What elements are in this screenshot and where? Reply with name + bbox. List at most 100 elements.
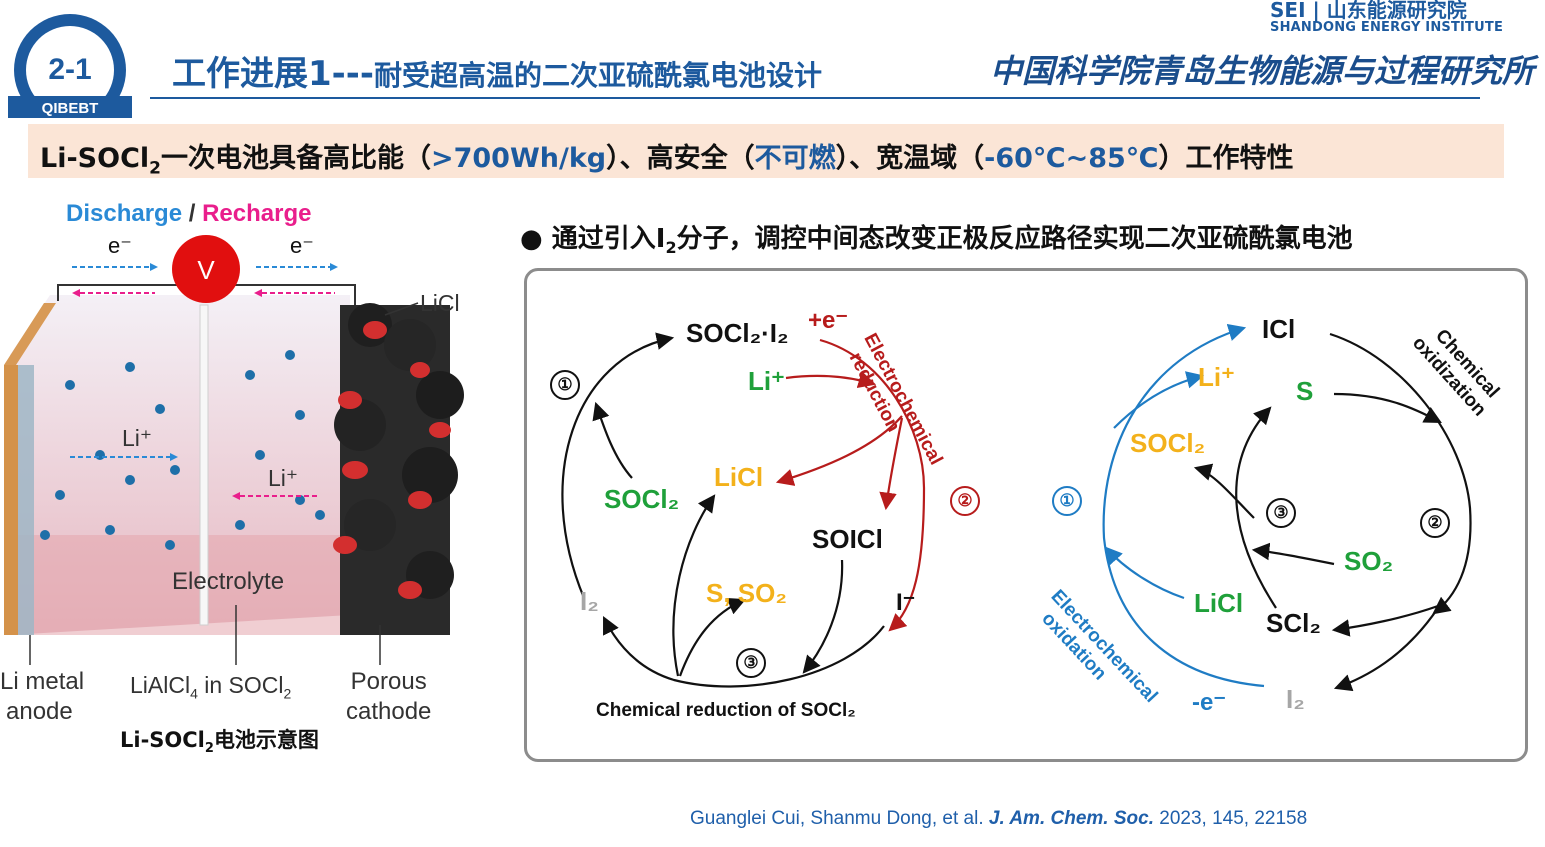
circuit-wire-left bbox=[57, 284, 180, 301]
salt-sub: 4 bbox=[190, 685, 198, 702]
separator bbox=[199, 304, 209, 626]
banner-energy-density: >700Wh/kg bbox=[430, 143, 607, 174]
right-li-plus-label: Li⁺ bbox=[1198, 362, 1235, 392]
cathode-label: Porous cathode bbox=[346, 667, 431, 727]
anode-label-line2: anode bbox=[6, 698, 73, 725]
li-ion-dots bbox=[40, 350, 325, 550]
left-step3-marker: ③ bbox=[736, 648, 766, 678]
banner-text: Li-SOCl2一次电池具备高比能（>700Wh/kg）、高安全（不可燃）、宽温… bbox=[40, 136, 1294, 178]
socl2-i2-label: SOCl₂·I₂ bbox=[686, 318, 789, 348]
discharge-arc-right bbox=[819, 338, 926, 632]
banner-temp-range: -60℃~85℃ bbox=[984, 143, 1159, 174]
caption-sub: 2 bbox=[204, 741, 214, 757]
li-plus-arrow bbox=[785, 371, 877, 389]
banner-part4: ）、宽温域（ bbox=[835, 143, 985, 174]
banner-part1: Li-SOCl bbox=[40, 143, 150, 174]
licl-label: LiCl bbox=[420, 290, 460, 316]
cathode-label-line1: Porous bbox=[350, 668, 427, 695]
electrolyte-salt-label: LiAlCl4 in SOCl2 bbox=[130, 672, 291, 702]
slash-label: / bbox=[182, 200, 203, 227]
circuit-wire-right bbox=[232, 284, 356, 305]
electrolyte-lower bbox=[10, 535, 350, 635]
to-scl2-arrow bbox=[1331, 604, 1439, 637]
sei-subtitle: SHANDONG ENERGY INSTITUTE bbox=[1270, 20, 1504, 35]
page-title: 工作进展1---耐受超高温的二次亚硫酰氯电池设计 bbox=[172, 46, 822, 95]
right-i2-label: I₂ bbox=[1286, 684, 1305, 714]
cathode-label-line2: cathode bbox=[346, 698, 432, 725]
left-socl2-label: SOCl₂ bbox=[604, 484, 680, 514]
to-s-so2-arrow bbox=[678, 598, 747, 677]
anode-label: Li metal anode bbox=[0, 667, 84, 727]
anode-top bbox=[4, 303, 56, 365]
electrolyte-label: Electrolyte bbox=[172, 568, 285, 595]
discharge-arc-bottom bbox=[603, 616, 885, 688]
page-title-rest: 耐受超高温的二次亚硫酰氯电池设计 bbox=[374, 59, 823, 92]
banner-part2: 一次电池具备高比能（ bbox=[160, 143, 431, 174]
left-li-plus-label: Li⁺ bbox=[748, 366, 785, 396]
caption-a: Li-SOCl bbox=[120, 728, 205, 752]
to-s-arrow bbox=[1235, 406, 1277, 609]
so2-label: SO₂ bbox=[1344, 546, 1394, 576]
i-minus-label: I⁻ bbox=[896, 589, 916, 616]
highlight-banner bbox=[28, 124, 1504, 178]
discharge-label: Discharge bbox=[66, 200, 183, 227]
battery-schematic: V bbox=[4, 235, 464, 665]
electron-label-right: e⁻ bbox=[290, 233, 314, 258]
voltmeter-label: V bbox=[197, 255, 215, 285]
socl2-to-arc-arrow bbox=[592, 401, 633, 479]
left-step2-marker: ② bbox=[950, 486, 980, 516]
salt-b: in SOCl bbox=[197, 672, 284, 698]
to-soicl-arrow bbox=[879, 417, 904, 511]
citation-journal: J. Am. Chem. Soc. bbox=[988, 808, 1154, 829]
li-ion-label-2: Li⁺ bbox=[268, 465, 299, 491]
icl-label: ICl bbox=[1262, 314, 1296, 344]
soicl-label: SOICl bbox=[812, 524, 883, 554]
badge-number: 2-1 bbox=[48, 53, 91, 86]
s-to-arc-arrow bbox=[1333, 392, 1442, 424]
recharge-label: Recharge bbox=[202, 200, 312, 227]
so2-in-arrow bbox=[1251, 542, 1335, 566]
banner-safety: 不可燃 bbox=[754, 143, 836, 174]
plus-e-label: +e⁻ bbox=[808, 307, 849, 334]
minus-e-label: -e⁻ bbox=[1192, 689, 1227, 716]
anode-plate bbox=[4, 365, 18, 635]
anode-label-line1: Li metal bbox=[0, 668, 85, 695]
header-divider bbox=[150, 97, 1480, 99]
chemical-reduction-caption: Chemical reduction of SOCl₂ bbox=[596, 700, 856, 721]
discharge-arc-left bbox=[561, 332, 675, 599]
left-i2-label: I₂ bbox=[580, 586, 599, 616]
citation-authors: Guanglei Cui, Shanmu Dong, et al. bbox=[690, 808, 989, 829]
soicl-down-arrow bbox=[802, 559, 844, 674]
to-socl2-arrow bbox=[1193, 463, 1255, 519]
battery-caption: Li-SOCl2电池示意图 bbox=[120, 724, 319, 756]
salt-a: LiAlCl bbox=[130, 672, 191, 698]
citation-details: 2023, 145, 22158 bbox=[1153, 808, 1308, 829]
banner-part5: ）工作特性 bbox=[1158, 143, 1294, 174]
badge-org: QIBEBT bbox=[42, 100, 99, 117]
institute-calligraphy: 中国科学院青岛生物能源与过程研究所 bbox=[990, 52, 1535, 90]
bullet-sub: 2 bbox=[665, 238, 677, 258]
left-step1-marker: ① bbox=[550, 370, 580, 400]
electron-label-left: e⁻ bbox=[108, 233, 132, 258]
banner-part3: ）、高安全（ bbox=[606, 143, 755, 174]
to-licl-arrow bbox=[775, 415, 903, 486]
citation: Guanglei Cui, Shanmu Dong, et al. J. Am.… bbox=[690, 808, 1307, 830]
caption-b: 电池示意图 bbox=[213, 728, 319, 752]
right-licl-label: LiCl bbox=[1194, 588, 1244, 618]
right-step2-marker: ② bbox=[1420, 508, 1450, 538]
left-licl-label: LiCl bbox=[714, 462, 764, 492]
discharge-recharge-title: Discharge / Recharge bbox=[66, 200, 311, 228]
charge-arc-bottom bbox=[1333, 607, 1439, 692]
licl-to-arc-arrow bbox=[1104, 546, 1185, 600]
bullet-text-b: 分子，调控中间态改变正极反应路径实现二次亚硫酰氯电池 bbox=[676, 224, 1353, 254]
page-title-main: 工作进展1--- bbox=[172, 54, 374, 94]
charge-arc-left bbox=[1102, 324, 1265, 688]
qibebt-badge-logo: 2-1 QIBEBT bbox=[8, 14, 132, 118]
s-so2-label: S, SO₂ bbox=[706, 578, 787, 608]
li-ion-label-1: Li⁺ bbox=[122, 425, 153, 451]
mechanism-panel bbox=[524, 268, 1528, 762]
sei-logo-text: SEI | 山东能源研究院 bbox=[1270, 0, 1467, 22]
bullet-point: ● 通过引入I2分子，调控中间态改变正极反应路径实现二次亚硫酰氯电池 bbox=[520, 218, 1353, 257]
right-socl2-label: SOCl₂ bbox=[1130, 428, 1206, 458]
licl-pointer bbox=[384, 302, 419, 316]
